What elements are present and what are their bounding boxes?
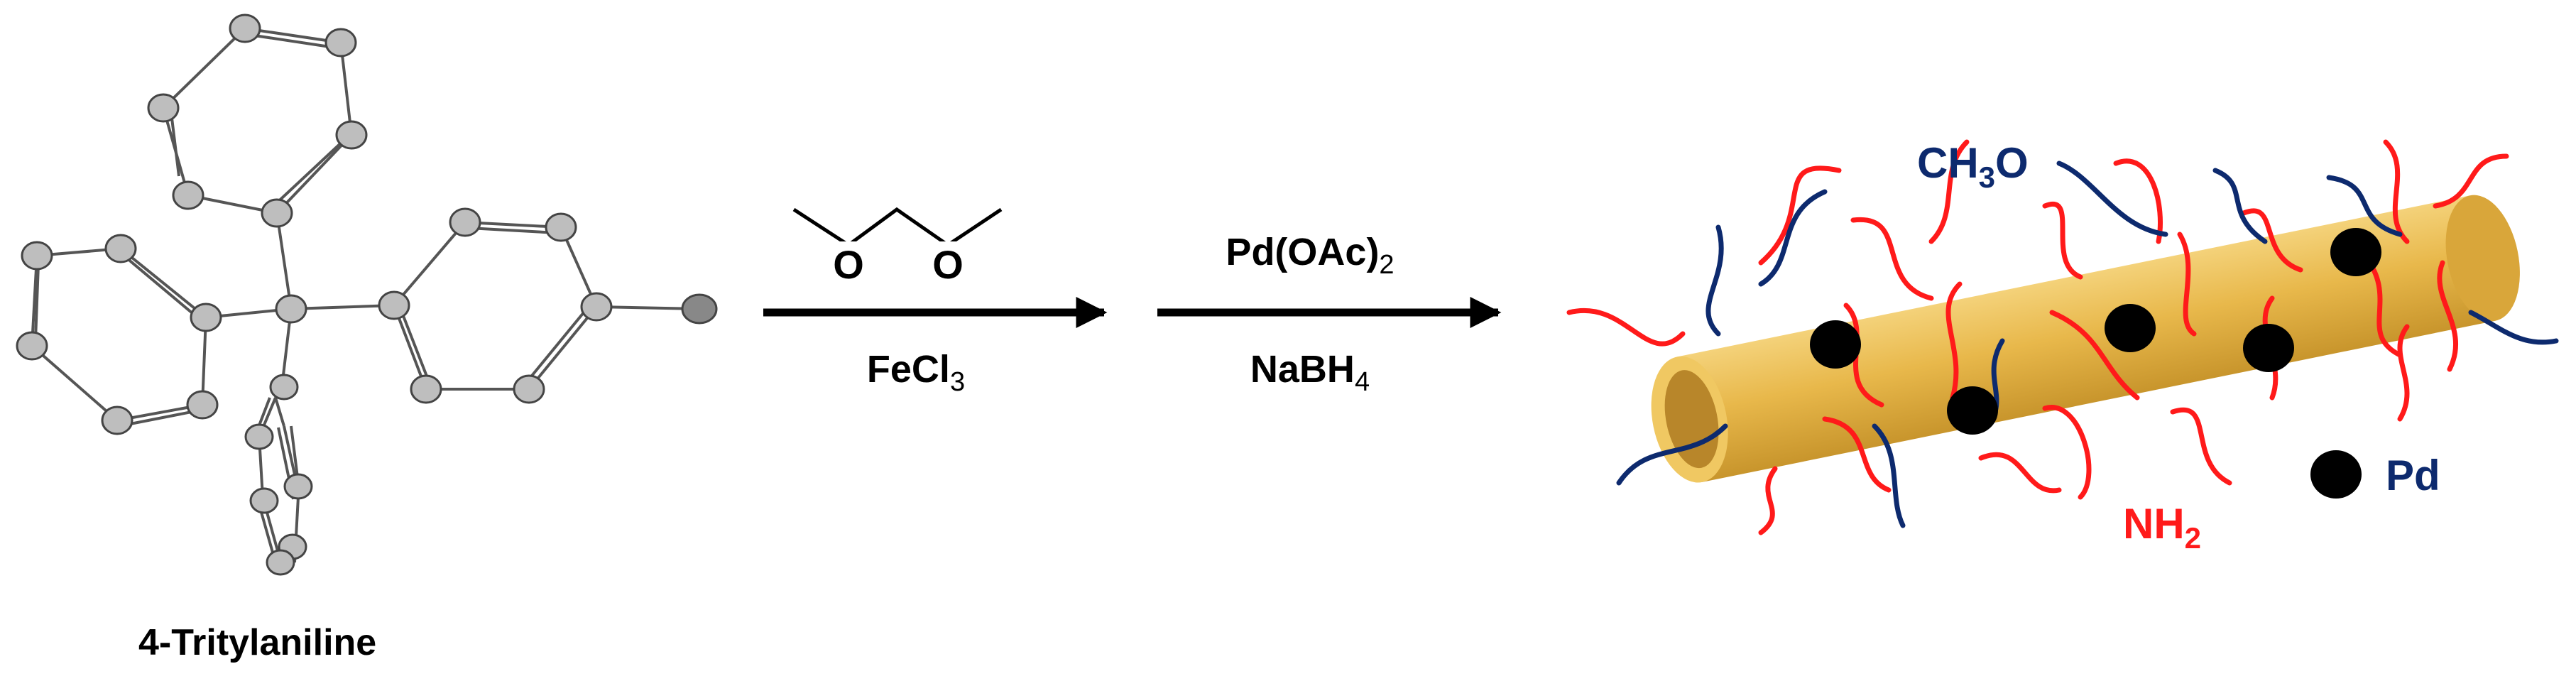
tube-end-right (2445, 195, 2520, 322)
pd-particle (2243, 324, 2294, 372)
catalyst-fecl3: FeCl3 (867, 348, 965, 397)
reagent-dimethoxymethane: O O (792, 207, 1003, 287)
reagent-nabh4: NaBH4 (1250, 348, 1370, 397)
methoxy-label: CH3O (1917, 139, 2029, 194)
pd-legend-dot (2310, 450, 2362, 499)
pd-legend-label: Pd (2386, 452, 2440, 499)
tube-opening (1664, 370, 1719, 469)
amine-label: NH2 (2123, 500, 2201, 555)
oxygen-label-1: O (833, 242, 864, 287)
pd-particle (1947, 386, 1998, 435)
methoxy-chains (1616, 160, 2559, 528)
pd-particle (1810, 320, 1861, 369)
molecule-name: 4-Tritylaniline (138, 622, 376, 663)
phenyl-ring-right (393, 221, 700, 391)
pd-nanoparticles (1810, 228, 2381, 435)
molecule-atoms (16, 13, 718, 576)
reagent-pd-oac-2: Pd(OAc)2 (1226, 231, 1394, 280)
pd-particle (2330, 228, 2381, 276)
oxygen-label-2: O (932, 242, 964, 287)
amine-chains (1566, 139, 2509, 535)
pd-particle (2105, 304, 2156, 352)
pd-legend: Pd (2310, 450, 2440, 499)
phenyl-ring-left (31, 247, 207, 428)
